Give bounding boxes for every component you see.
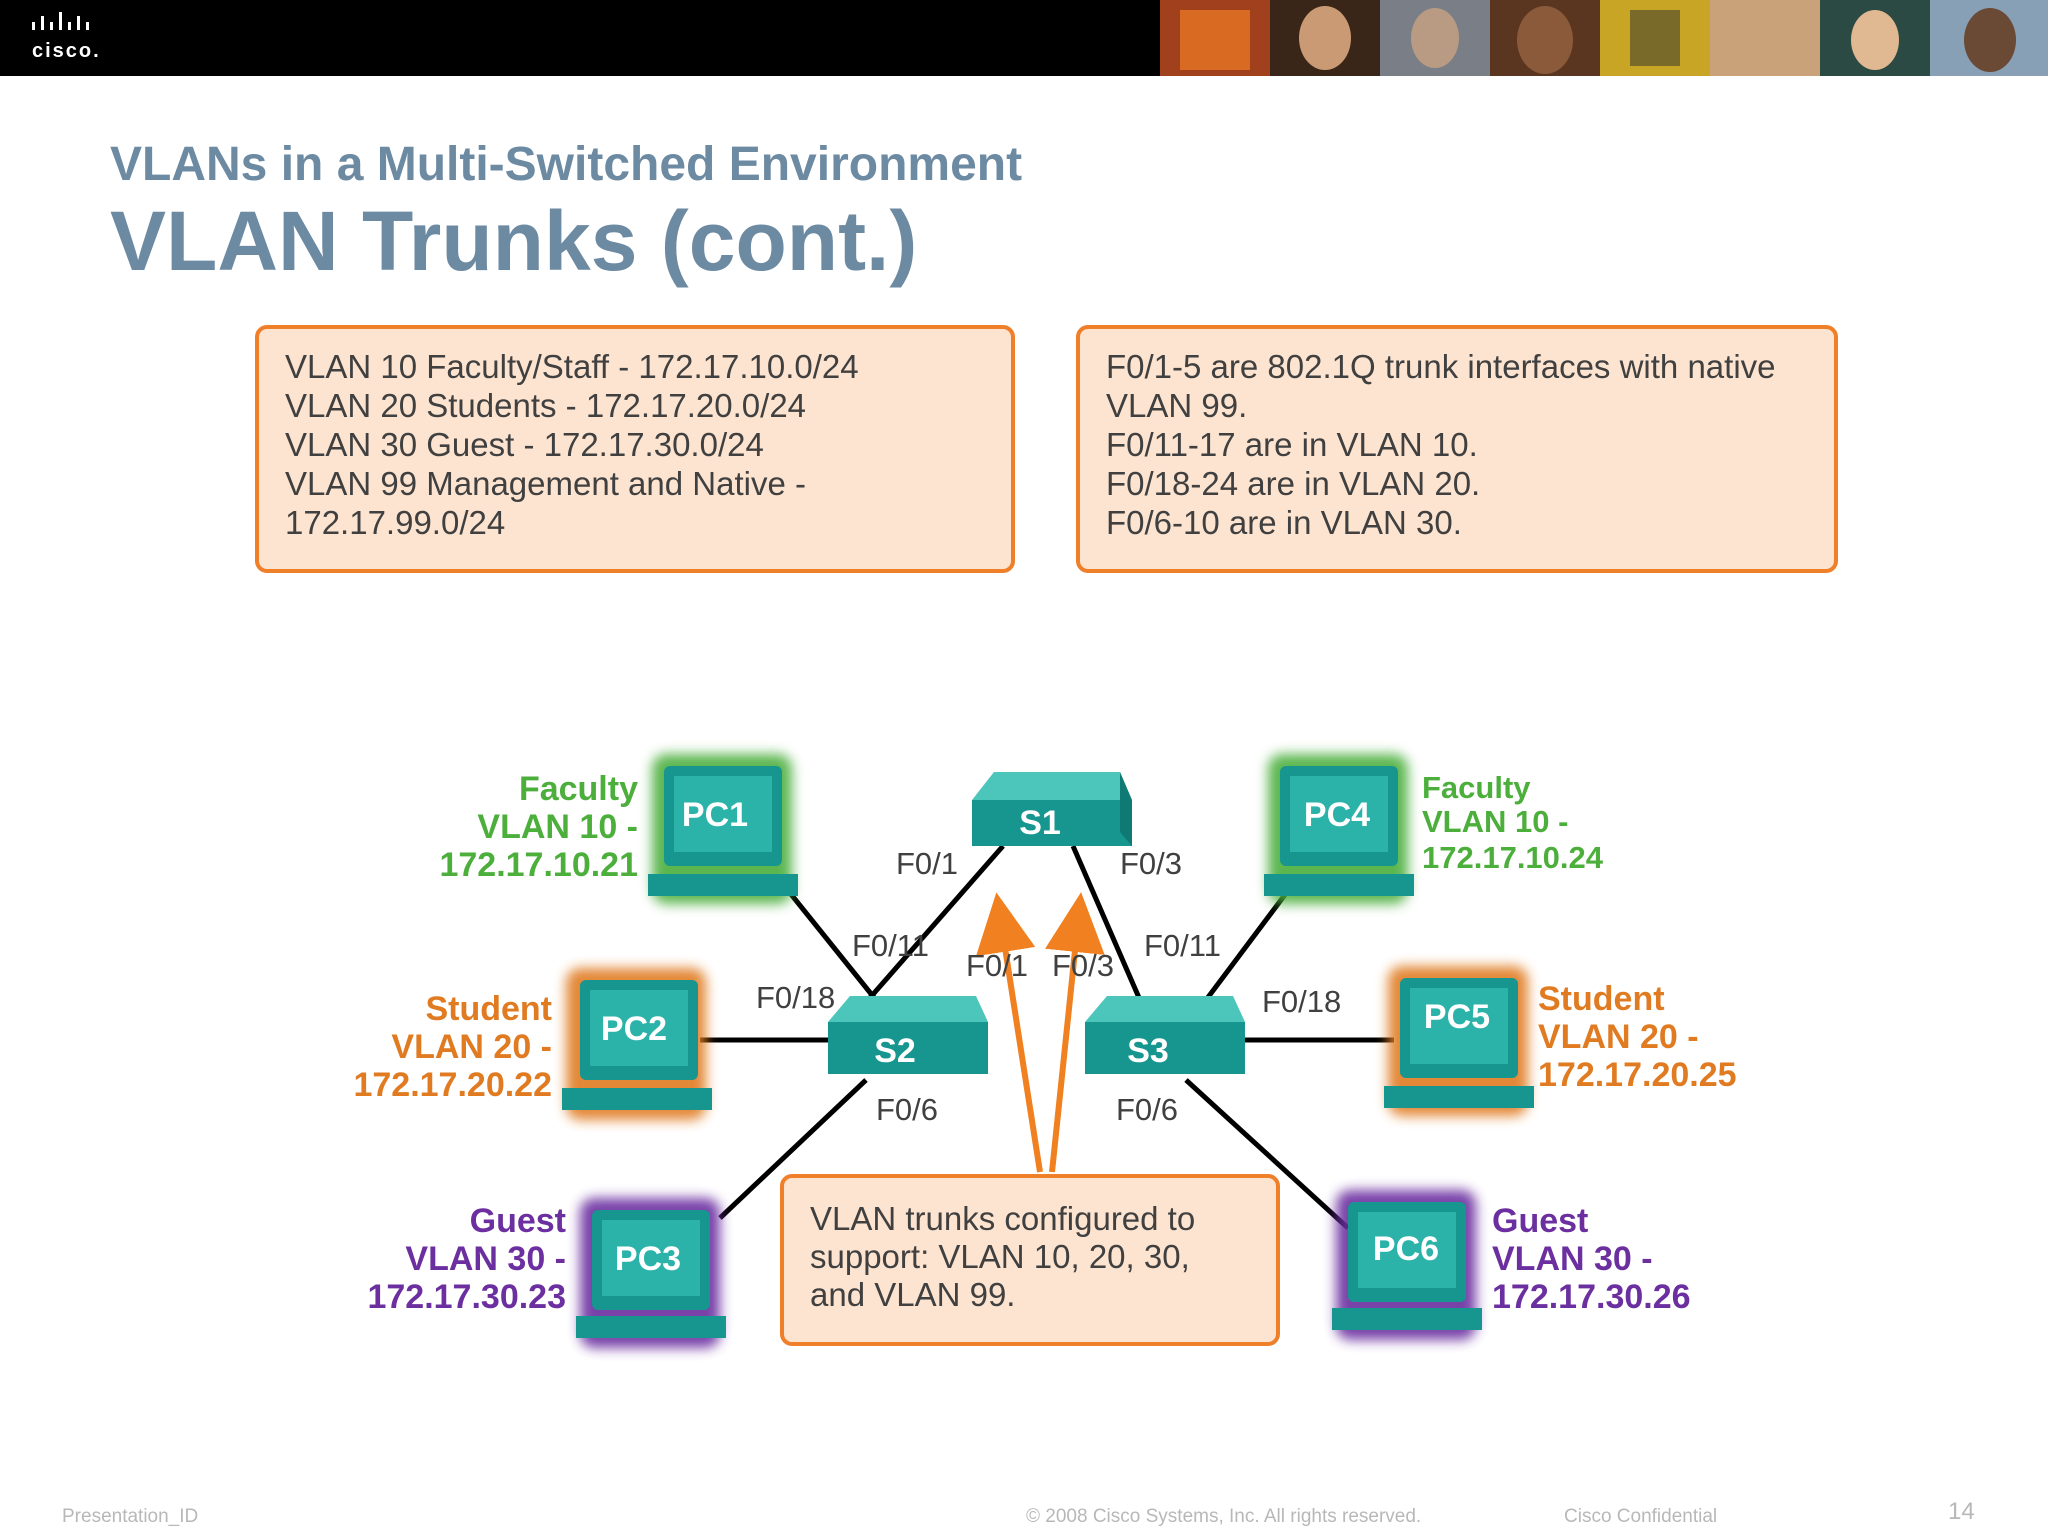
pc4-ip: 172.17.10.24 — [1422, 840, 1604, 875]
port-label: F0/1 — [896, 846, 958, 881]
box-line: F0/11-17 are in VLAN 10. — [1106, 426, 1478, 463]
box-line: VLAN 30 Guest - 172.17.30.0/24 — [285, 426, 764, 463]
switch-s3: S3 — [1085, 996, 1245, 1074]
pc3-role: Guest — [470, 1202, 566, 1240]
pc2-role: Student — [425, 990, 552, 1028]
pc-name: PC4 — [1304, 796, 1370, 834]
pc-name: PC2 — [601, 1010, 667, 1048]
switch-s1: S1 — [972, 772, 1132, 846]
pc5-role: Student — [1538, 980, 1665, 1018]
port-assignments-box: F0/1-5 are 802.1Q trunk interfaces with … — [1076, 325, 1838, 573]
port-label: F0/18 — [1262, 984, 1341, 1019]
pc4-role: Faculty — [1422, 770, 1531, 805]
port-label: F0/11 — [852, 928, 929, 963]
box-line: F0/1-5 are 802.1Q trunk interfaces with … — [1106, 348, 1776, 385]
pc5-ip: 172.17.20.25 — [1538, 1056, 1737, 1094]
box-line: VLAN 99 Management and Native - — [285, 465, 806, 502]
box-line: and VLAN 99. — [810, 1276, 1016, 1313]
pc6-ip: 172.17.30.26 — [1492, 1278, 1691, 1316]
pc4: PC4 — [1264, 754, 1414, 904]
slide-titles: VLANs in a Multi-Switched Environment VL… — [110, 135, 1022, 287]
port-label: F0/3 — [1052, 948, 1114, 983]
pc1-ip: 172.17.10.21 — [439, 846, 638, 884]
pc-name: PC6 — [1373, 1230, 1439, 1268]
switch-label: S2 — [874, 1032, 916, 1070]
vlan-subnets-box: VLAN 10 Faculty/Staff - 172.17.10.0/24 V… — [255, 325, 1015, 573]
footer-copyright: © 2008 Cisco Systems, Inc. All rights re… — [1026, 1506, 1422, 1527]
switch-label: S1 — [1019, 804, 1061, 842]
pc1-vlan: VLAN 10 - — [477, 808, 638, 846]
pc6: PC6 — [1332, 1190, 1482, 1340]
switch-label: S3 — [1127, 1032, 1169, 1070]
slide-subtitle: VLANs in a Multi-Switched Environment — [110, 138, 1023, 191]
link-pc1-s2 — [784, 886, 878, 1002]
pc2-vlan: VLAN 20 - — [391, 1028, 552, 1066]
box-line: VLAN 20 Students - 172.17.20.0/24 — [285, 387, 807, 424]
box-line: 172.17.99.0/24 — [285, 504, 506, 541]
port-label: F0/6 — [1116, 1092, 1178, 1127]
box-line: support: VLAN 10, 20, 30, — [810, 1238, 1190, 1275]
pc6-role: Guest — [1492, 1202, 1588, 1240]
link-s1-s3 — [1070, 845, 1143, 1001]
pc-name: PC5 — [1424, 998, 1490, 1036]
cisco-wordmark: cisco. — [32, 40, 101, 62]
pc-name: PC1 — [682, 796, 748, 834]
box-line: F0/18-24 are in VLAN 20. — [1106, 465, 1481, 502]
pc-name: PC3 — [615, 1240, 681, 1278]
link-pc3-s2 — [718, 1078, 868, 1220]
pc6-vlan: VLAN 30 - — [1492, 1240, 1653, 1278]
pc3-vlan: VLAN 30 - — [405, 1240, 566, 1278]
pc2-ip: 172.17.20.22 — [353, 1066, 552, 1104]
cisco-bridge-logo-icon — [32, 12, 89, 30]
link-pc6-s3 — [1184, 1078, 1350, 1230]
box-line: F0/6-10 are in VLAN 30. — [1106, 504, 1462, 541]
pc-labels: Faculty VLAN 10 - 172.17.10.21 Student V… — [353, 770, 1736, 1316]
pc5: PC5 — [1384, 966, 1534, 1116]
pc3: PC3 — [576, 1198, 726, 1348]
trunk-arrow-right — [1045, 892, 1105, 1173]
pc5-vlan: VLAN 20 - — [1538, 1018, 1699, 1056]
cisco-logo: cisco. — [28, 10, 128, 66]
trunk-arrows — [975, 892, 1105, 1173]
port-label: F0/1 — [966, 948, 1028, 983]
pc3-ip: 172.17.30.23 — [367, 1278, 566, 1316]
port-label: F0/3 — [1120, 846, 1182, 881]
footer-presentation-id: Presentation_ID — [62, 1506, 199, 1527]
network-links — [700, 844, 1394, 1230]
footer-confidential: Cisco Confidential — [1564, 1506, 1718, 1527]
link-s1-s2 — [866, 844, 1005, 1002]
header-bar: cisco. — [0, 0, 2048, 76]
port-labels: F0/1 F0/3 F0/11 F0/1 F0/3 F0/11 F0/18 F0… — [756, 846, 1341, 1127]
link-pc4-s3 — [1204, 886, 1292, 1002]
switch-s2: S2 — [828, 996, 988, 1074]
trunk-arrow-left — [975, 892, 1043, 1173]
page-number: 14 — [1948, 1498, 1975, 1525]
pc2: PC2 — [562, 968, 712, 1120]
box-line: VLAN 10 Faculty/Staff - 172.17.10.0/24 — [285, 348, 859, 385]
box-line: VLAN 99. — [1106, 387, 1248, 424]
port-label: F0/11 — [1144, 928, 1221, 963]
port-label: F0/6 — [876, 1092, 938, 1127]
slide-title: VLAN Trunks (cont.) — [110, 194, 918, 288]
people-photo-strip — [1160, 0, 2048, 76]
pc1-role: Faculty — [519, 770, 638, 808]
pc4-vlan: VLAN 10 - — [1422, 804, 1568, 839]
box-line: VLAN trunks configured to — [810, 1200, 1196, 1237]
pc1: PC1 — [648, 754, 798, 904]
port-label: F0/18 — [756, 980, 835, 1015]
trunk-callout-box: VLAN trunks configured to support: VLAN … — [780, 1174, 1280, 1346]
